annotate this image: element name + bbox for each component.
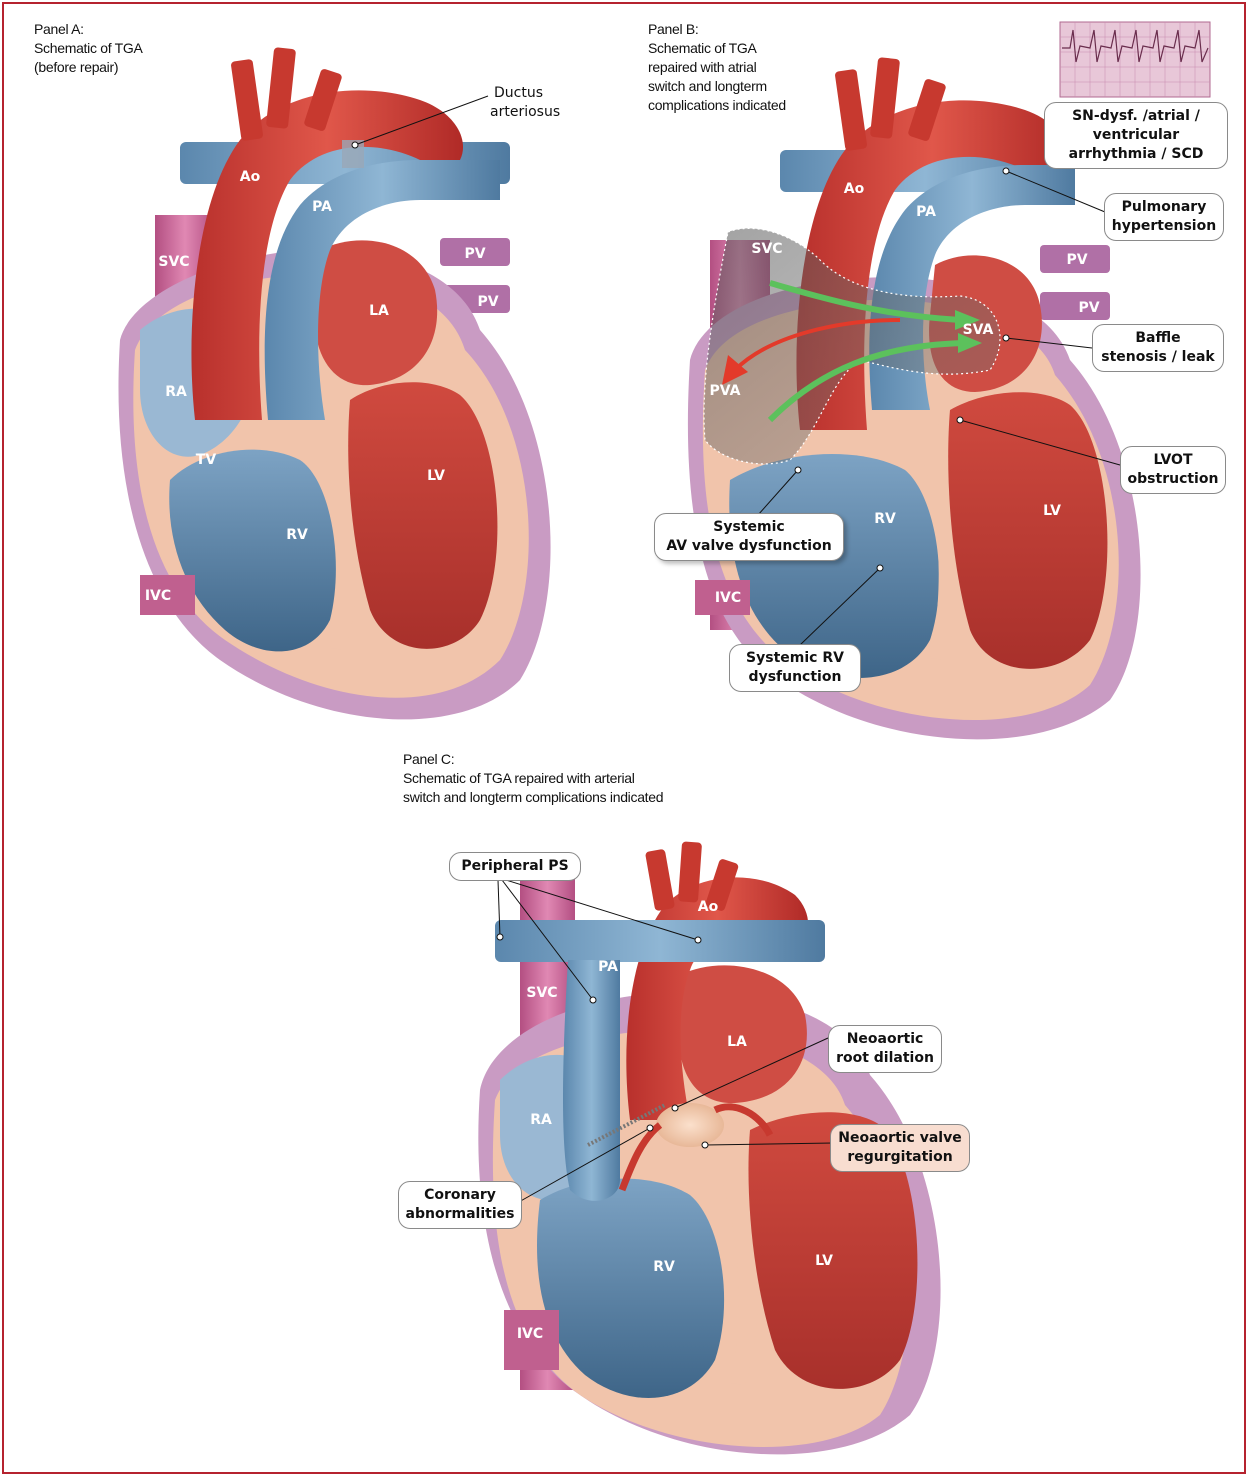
panel-a-label-la: LA [369, 303, 389, 319]
panel-c-label-rv: RV [653, 1259, 675, 1275]
panel-b-label-ivc: IVC [715, 590, 741, 606]
panel-a-label-ivc: IVC [145, 588, 171, 604]
panel-a-label-pv2: PV [477, 294, 498, 310]
callout-neoaortic-root: Neoaortic root dilation [828, 1025, 942, 1073]
panel-c-label-ivc: IVC [517, 1326, 543, 1342]
callout-rv-dysf-line-1: Systemic RV [736, 649, 854, 668]
panel-c-label-lv: LV [815, 1253, 833, 1269]
panel-c-aortic-branch-1 [645, 849, 675, 912]
panel-c-label-pa: PA [598, 959, 618, 975]
panel-c-pa-branch [495, 920, 825, 962]
callout-coronary: Coronary abnormalities [398, 1181, 522, 1229]
panel-a-label-pv1: PV [464, 246, 485, 262]
callout-av-valve-line-1: Systemic [661, 518, 837, 537]
panel-a-label-ao: Ao [240, 169, 261, 185]
panel-a-label-pa: PA [312, 199, 332, 215]
panel-b-title-line-1: Panel B: [648, 20, 786, 39]
panel-b-label-pv1: PV [1066, 252, 1087, 268]
callout-baffle-line-1: Baffle [1099, 329, 1217, 348]
panel-c-label-svc: SVC [526, 985, 557, 1001]
panel-a-title-line-1: Panel A: [34, 20, 143, 39]
callout-arrhythmia: SN-dysf. /atrial / ventricular arrhythmi… [1044, 102, 1228, 169]
panel-b-title-line-2: Schematic of TGA [648, 39, 786, 58]
panel-b-label-lv: LV [1043, 503, 1061, 519]
callout-baffle-line-2: stenosis / leak [1099, 348, 1217, 367]
panel-a-ductus-label: Ductus arteriosus [490, 84, 560, 122]
panel-b-title-line-5: complications indicated [648, 96, 786, 115]
panel-a-label-ra: RA [165, 384, 187, 400]
panel-a-title-line-2: Schematic of TGA [34, 39, 143, 58]
callout-neoaortic-valve: Neoaortic valve regurgitation [830, 1124, 970, 1172]
callout-lvot-line-2: obstruction [1127, 470, 1219, 489]
ductus-line-2: arteriosus [490, 103, 560, 122]
panel-b-aortic-branch-1 [835, 69, 868, 151]
ductus-line-1: Ductus [490, 84, 560, 103]
panel-b-ecg-strip [1060, 22, 1210, 97]
panel-a-label-rv: RV [286, 527, 308, 543]
callout-pulmonary-hypertension: Pulmonary hypertension [1104, 193, 1224, 241]
panel-a-aortic-branch-1 [231, 59, 264, 141]
callout-peripheral-ps-line-1: Peripheral PS [456, 857, 574, 876]
panel-b-label-rv: RV [874, 511, 896, 527]
panel-b-title: Panel B: Schematic of TGA repaired with … [648, 20, 786, 115]
callout-av-valve: Systemic AV valve dysfunction [654, 513, 844, 561]
callout-coronary-line-2: abnormalities [405, 1205, 515, 1224]
callout-neo-valve-line-2: regurgitation [837, 1148, 963, 1167]
callout-arrhythmia-line-2: ventricular [1051, 126, 1221, 145]
panel-c-pulmonary-artery [563, 960, 620, 1201]
panel-c-aortic-branch-2 [678, 841, 702, 902]
callout-coronary-line-1: Coronary [405, 1186, 515, 1205]
panel-b-label-svc: SVC [751, 241, 782, 257]
callout-neo-root-line-1: Neoaortic [835, 1030, 935, 1049]
panel-c-title-line-2: Schematic of TGA repaired with arterial [403, 769, 663, 788]
callout-neo-root-line-2: root dilation [835, 1049, 935, 1068]
panel-b-label-ao: Ao [844, 181, 865, 197]
panel-a-title: Panel A: Schematic of TGA (before repair… [34, 20, 143, 77]
callout-arrhythmia-line-3: arrhythmia / SCD [1051, 145, 1221, 164]
panel-b-label-pva: PVA [710, 383, 741, 399]
panel-c-label-la: LA [727, 1034, 747, 1050]
callout-rv-dysf-line-2: dysfunction [736, 668, 854, 687]
panel-c-title-line-1: Panel C: [403, 750, 663, 769]
panel-a-label-tv: TV [196, 452, 217, 468]
callout-av-valve-line-2: AV valve dysfunction [661, 537, 837, 556]
panel-c-label-ao: Ao [698, 899, 719, 915]
panel-c-title-line-3: switch and longterm complications indica… [403, 788, 663, 807]
panel-a-lv [348, 382, 497, 649]
callout-baffle: Baffle stenosis / leak [1092, 324, 1224, 372]
panel-b-title-line-4: switch and longterm [648, 77, 786, 96]
panel-b-title-line-3: repaired with atrial [648, 58, 786, 77]
panel-a-label-svc: SVC [158, 254, 189, 270]
panel-b-lv [948, 392, 1107, 669]
panel-c-neoaortic-root [656, 1103, 724, 1147]
panel-b-label-pv2: PV [1078, 300, 1099, 316]
callout-neo-valve-line-1: Neoaortic valve [837, 1129, 963, 1148]
panel-b-label-pa: PA [916, 204, 936, 220]
callout-arrhythmia-line-1: SN-dysf. /atrial / [1051, 107, 1221, 126]
callout-pulm-htn-line-1: Pulmonary [1111, 198, 1217, 217]
callout-rv-dysfunction: Systemic RV dysfunction [729, 644, 861, 692]
callout-peripheral-ps: Peripheral PS [449, 852, 581, 881]
panel-a-label-lv: LV [427, 468, 445, 484]
callout-pulm-htn-line-2: hypertension [1111, 217, 1217, 236]
callout-lvot: LVOT obstruction [1120, 446, 1226, 494]
panel-c-label-ra: RA [530, 1112, 552, 1128]
panel-b-label-sva: SVA [963, 322, 994, 338]
panel-a-title-line-3: (before repair) [34, 58, 143, 77]
panel-c-title: Panel C: Schematic of TGA repaired with … [403, 750, 663, 807]
callout-lvot-line-1: LVOT [1127, 451, 1219, 470]
